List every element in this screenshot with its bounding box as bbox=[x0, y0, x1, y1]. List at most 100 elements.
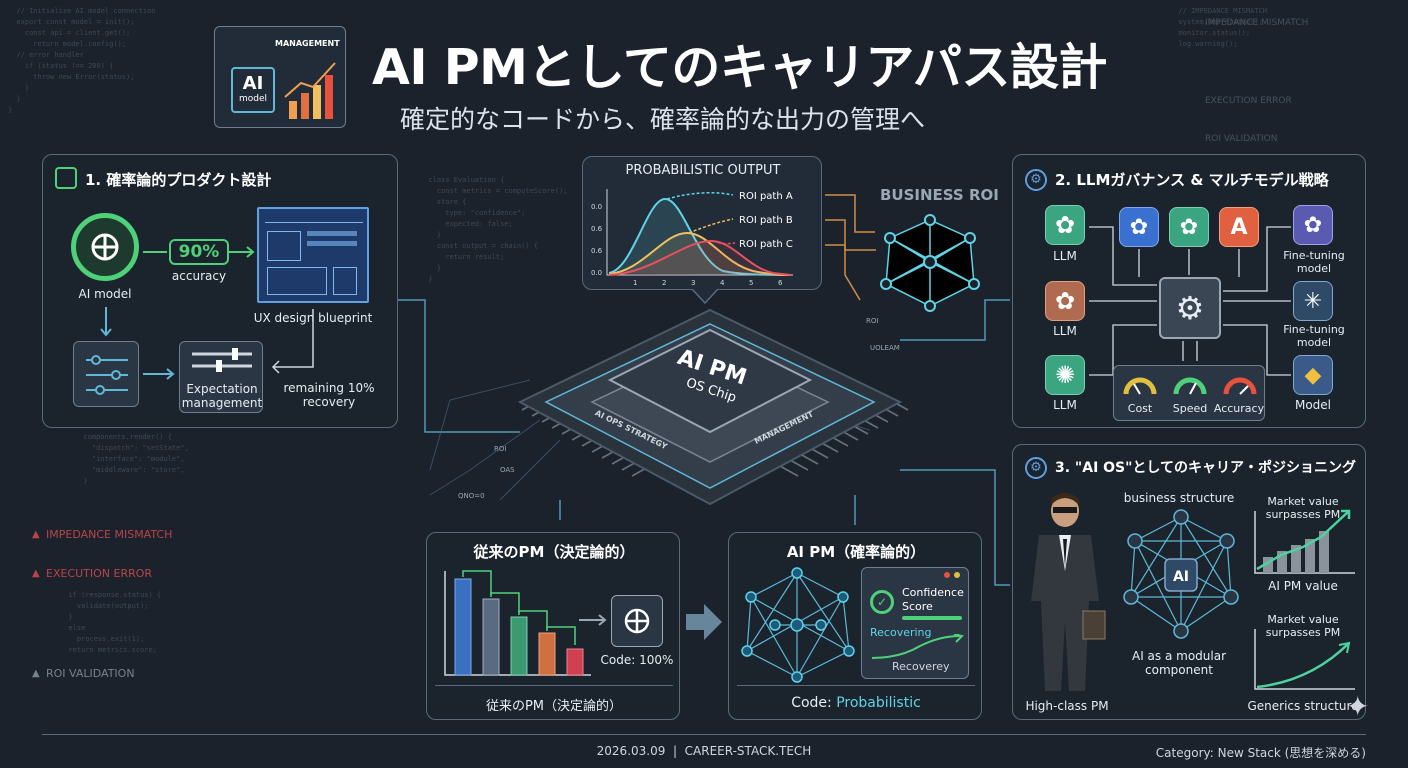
cube-icon bbox=[55, 167, 77, 189]
finetuning-icon: ✿ bbox=[1293, 205, 1333, 245]
trad-pm-title: 従来のPM（決定論的） bbox=[473, 543, 635, 561]
market-value-label-2: surpasses PM bbox=[1265, 508, 1341, 521]
market-value-label-4: surpasses PM bbox=[1265, 626, 1341, 639]
gauge-accuracy-label: Accuracy bbox=[1213, 402, 1265, 415]
model-icon: ✿ bbox=[1119, 207, 1159, 247]
probabilistic-output-panel: PROBABILISTIC OUTPUT 0.0 0.6 0.6 0.0 1 2… bbox=[582, 156, 822, 290]
ai-model-icon bbox=[71, 213, 139, 281]
roi-path-a: ROI path A bbox=[739, 191, 793, 202]
error-impedance-right: IMPEDANCE MISMATCH bbox=[1205, 18, 1309, 28]
gauges-box: Cost Speed Accuracy bbox=[1113, 365, 1265, 421]
gear-icon: ⚙ bbox=[1025, 169, 1047, 191]
prob-x-tick: 6 bbox=[778, 279, 783, 287]
finetuning-icon: ✳ bbox=[1293, 281, 1333, 321]
header-logo: MANAGEMENT AI model bbox=[214, 26, 346, 128]
panel1-title: 1. 確率論的プロダクト設計 bbox=[85, 171, 272, 189]
panel-ai-os-positioning: ⚙ 3. "AI OS"としてのキャリア・ポジショニング High-class … bbox=[1012, 444, 1366, 720]
generics-label: Generics structure bbox=[1247, 699, 1359, 713]
expectation-icon: Expectation management bbox=[179, 341, 263, 413]
ai-pm-code-line: Code: Probabilistic bbox=[729, 695, 983, 711]
recovering-label: Recovering bbox=[870, 626, 932, 639]
check-circle-icon: ✓ bbox=[870, 590, 894, 614]
code-100-label: Code: 100% bbox=[600, 653, 674, 667]
trad-pm-footer: 従来のPM（決定論的） bbox=[485, 699, 623, 714]
hub-arrows bbox=[1089, 226, 1291, 376]
expectation-label-1: Expectation bbox=[186, 382, 258, 396]
settings-slider-icon bbox=[73, 341, 139, 407]
gauge-cost-label: Cost bbox=[1127, 402, 1153, 415]
chip-pin-label: QNO=0 bbox=[458, 492, 485, 500]
distribution-curve-a bbox=[608, 197, 792, 276]
confidence-bar bbox=[902, 616, 962, 620]
finetuning-label: Fine-tuning bbox=[1283, 249, 1345, 262]
ai-pm-code-value: Probabilistic bbox=[836, 695, 921, 711]
prob-output-title: PROBABILISTIC OUTPUT bbox=[625, 163, 781, 178]
person-label: High-class PM bbox=[1025, 699, 1109, 713]
error-execution-right: EXECUTION ERROR bbox=[1205, 96, 1292, 106]
arrow-icon bbox=[143, 246, 255, 258]
remaining-label-2: recovery bbox=[302, 395, 356, 409]
market-value-label-1: Market value bbox=[1267, 495, 1339, 508]
ai-pm-value-label: AI PM value bbox=[1268, 579, 1338, 593]
chip-pin-label: OAS bbox=[500, 466, 515, 474]
llm-label: LLM bbox=[1053, 398, 1077, 412]
ai-pm-network bbox=[741, 567, 855, 683]
callout-pointer bbox=[691, 289, 719, 305]
ai-pm-title: AI PM（確率論的） bbox=[786, 543, 926, 561]
panel-traditional-pm: 従来のPM（決定論的） Code: 100% 従来のPM（決定論的） bbox=[426, 532, 680, 720]
prob-output-chart: 0.0 0.6 0.6 0.0 1 2 3 4 5 6 ROI path A R… bbox=[591, 189, 793, 287]
ai-pm-code-prefix: Code: bbox=[791, 695, 837, 711]
trad-pm-divider bbox=[435, 685, 673, 686]
panel3-title: 3. "AI OS"としてのキャリア・ポジショニング bbox=[1055, 460, 1357, 476]
accuracy-label: accuracy bbox=[171, 269, 227, 283]
llm-icon: ✿ bbox=[1045, 205, 1085, 245]
python-icon: ◆ bbox=[1293, 355, 1333, 395]
chip-pin-label: ROI bbox=[866, 317, 879, 325]
panel-probabilistic-design: 1. 確率論的プロダクト設計 AI model 90% accuracy UX … bbox=[42, 154, 398, 428]
error-roi-right: ROI VALIDATION bbox=[1205, 134, 1278, 144]
model-label: Model bbox=[1294, 398, 1332, 412]
prob-y-tick: 0.0 bbox=[591, 203, 602, 211]
arrow-right-icon bbox=[143, 368, 175, 380]
page-subtitle: 確定的なコードから、確率論的な出力の管理へ bbox=[400, 105, 926, 134]
ai-node-text: AI bbox=[1173, 569, 1189, 585]
logo-growth-chart bbox=[284, 62, 336, 119]
business-roi-network bbox=[880, 214, 980, 312]
confidence-window: ✓ Confidence Score Recovering Recoverey bbox=[861, 567, 969, 679]
confidence-label-1: Confidence bbox=[902, 586, 964, 599]
modular-label-1: AI as a modular bbox=[1131, 649, 1227, 663]
panel-ai-pm: AI PM（確率論的） ✓ Confidence Score Recoverin… bbox=[728, 532, 982, 720]
roi-path-c: ROI path C bbox=[739, 239, 793, 250]
error-roi-left: ROI VALIDATION bbox=[46, 667, 135, 680]
gauge-speed-label: Speed bbox=[1172, 402, 1208, 415]
ai-model-label: AI model bbox=[78, 287, 132, 301]
footer-divider bbox=[42, 734, 1366, 735]
llm-label: LLM bbox=[1053, 324, 1077, 338]
arrow-down-icon bbox=[100, 307, 112, 337]
central-hub-icon: ⚙ bbox=[1159, 277, 1221, 339]
prob-x-tick: 1 bbox=[633, 279, 637, 287]
remaining-label-1: remaining 10% bbox=[283, 381, 375, 395]
model-icon: ✿ bbox=[1169, 207, 1209, 247]
finetuning-label: Fine-tuning bbox=[1283, 323, 1345, 336]
ai-module-network: AI bbox=[1123, 509, 1239, 639]
sparkle-icon: ✦ bbox=[1346, 690, 1370, 723]
confidence-label-2: Score bbox=[902, 600, 933, 613]
llm-label: LLM bbox=[1053, 249, 1077, 263]
logo-ai-box: AI model bbox=[231, 67, 275, 113]
prob-x-tick: 3 bbox=[691, 279, 695, 287]
logo-model-text: model bbox=[238, 94, 268, 104]
pm-person-illustration bbox=[1031, 493, 1106, 691]
warning-icon: ▲ bbox=[32, 529, 40, 540]
expectation-label-2: management bbox=[181, 396, 263, 410]
prob-x-tick: 5 bbox=[749, 279, 753, 287]
arrow-return-icon bbox=[271, 309, 314, 374]
ai-pm-divider bbox=[737, 685, 975, 686]
chip-pin-label: ROI bbox=[494, 445, 507, 453]
logo-badge: MANAGEMENT bbox=[275, 39, 340, 48]
prob-y-tick: 0.6 bbox=[591, 247, 603, 255]
business-roi-label: BUSINESS ROI bbox=[880, 186, 999, 204]
recoverey-label: Recoverey bbox=[892, 660, 950, 673]
market-value-label-3: Market value bbox=[1267, 613, 1339, 626]
